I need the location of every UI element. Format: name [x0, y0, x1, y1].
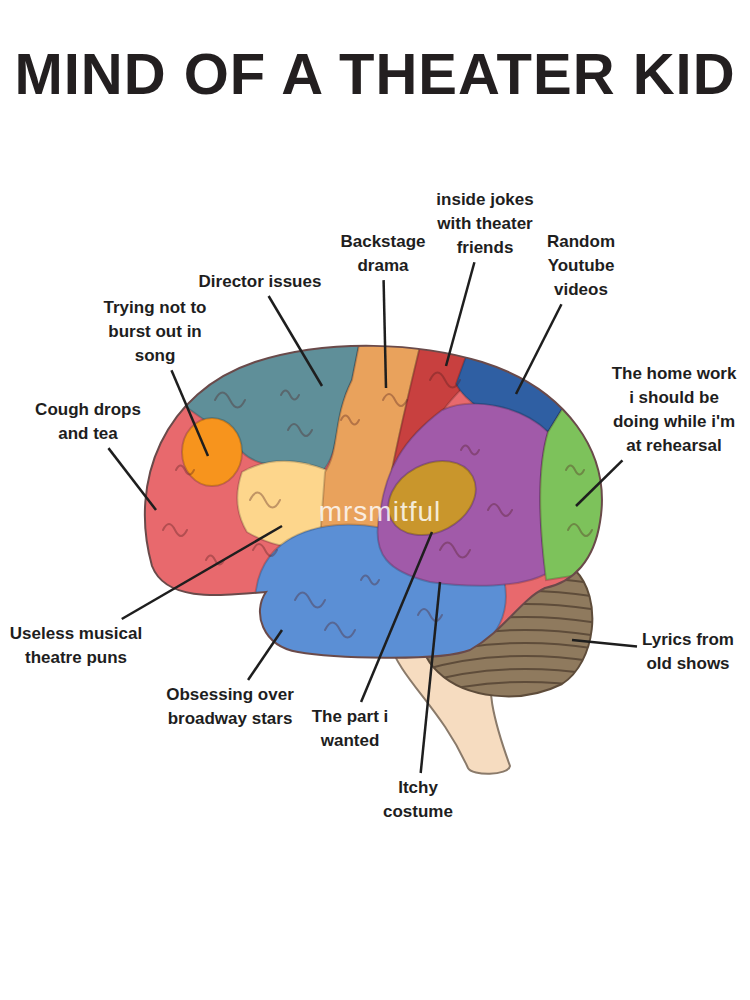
brain-fold	[361, 576, 379, 585]
region-label: The home work i should be doing while i'…	[610, 362, 738, 459]
brain-fold	[288, 424, 312, 436]
region-label: Lyrics from old shows	[631, 628, 745, 676]
brain-fold	[461, 446, 479, 455]
cerebrum	[100, 300, 660, 700]
region-label: Director issues	[180, 270, 340, 294]
leader-line	[572, 640, 637, 646]
region-label: Obsessing over broadway stars	[150, 683, 310, 731]
brain-fold	[418, 609, 442, 621]
brain-fold	[176, 466, 194, 475]
cerebellum-fold	[410, 682, 610, 700]
brain-fold	[295, 593, 325, 608]
region-label: Itchy costume	[372, 776, 464, 824]
cerebellum-fold	[410, 656, 610, 674]
leader-line	[108, 448, 156, 510]
song-region	[182, 418, 242, 486]
watermark: mrsmitful	[280, 492, 480, 532]
leader-line	[361, 532, 432, 702]
brain-fold	[430, 373, 460, 388]
brain-fold	[250, 493, 280, 508]
frontal-region	[100, 300, 660, 700]
brain-fold	[383, 394, 407, 406]
brain-fold	[341, 416, 359, 425]
region-label: Trying not to burst out in song	[96, 296, 214, 368]
leader-line	[421, 582, 440, 773]
cerebellum-fold	[410, 669, 610, 687]
region-label: The part i wanted	[304, 705, 396, 753]
homework-region	[540, 380, 625, 580]
leader-line	[576, 460, 622, 506]
leader-line	[384, 280, 386, 388]
region-label: Random Youtube videos	[533, 230, 629, 302]
region-label: Backstage drama	[333, 230, 433, 278]
brain-fold	[566, 466, 584, 475]
brain-fold	[325, 623, 355, 638]
region-label: inside jokes with theater friends	[419, 188, 551, 260]
leader-line	[122, 526, 282, 619]
brain-fold	[488, 504, 512, 516]
brain-outline	[145, 346, 602, 658]
brain-fold	[215, 393, 245, 408]
brain-fold	[440, 543, 470, 558]
leader-line	[248, 630, 282, 680]
leader-line	[171, 370, 208, 456]
title: MIND OF A THEATER KID	[14, 40, 735, 107]
leader-line	[446, 262, 474, 366]
brain-fold	[281, 391, 299, 400]
leader-line	[516, 304, 561, 394]
region-label: Cough drops and tea	[22, 398, 154, 446]
brain-fold	[568, 524, 592, 536]
leader-line	[269, 296, 322, 386]
region-label: Useless musical theatre puns	[5, 622, 147, 670]
brain-fold	[253, 544, 277, 556]
brain-folds	[163, 373, 592, 638]
brain-fold	[163, 524, 187, 536]
